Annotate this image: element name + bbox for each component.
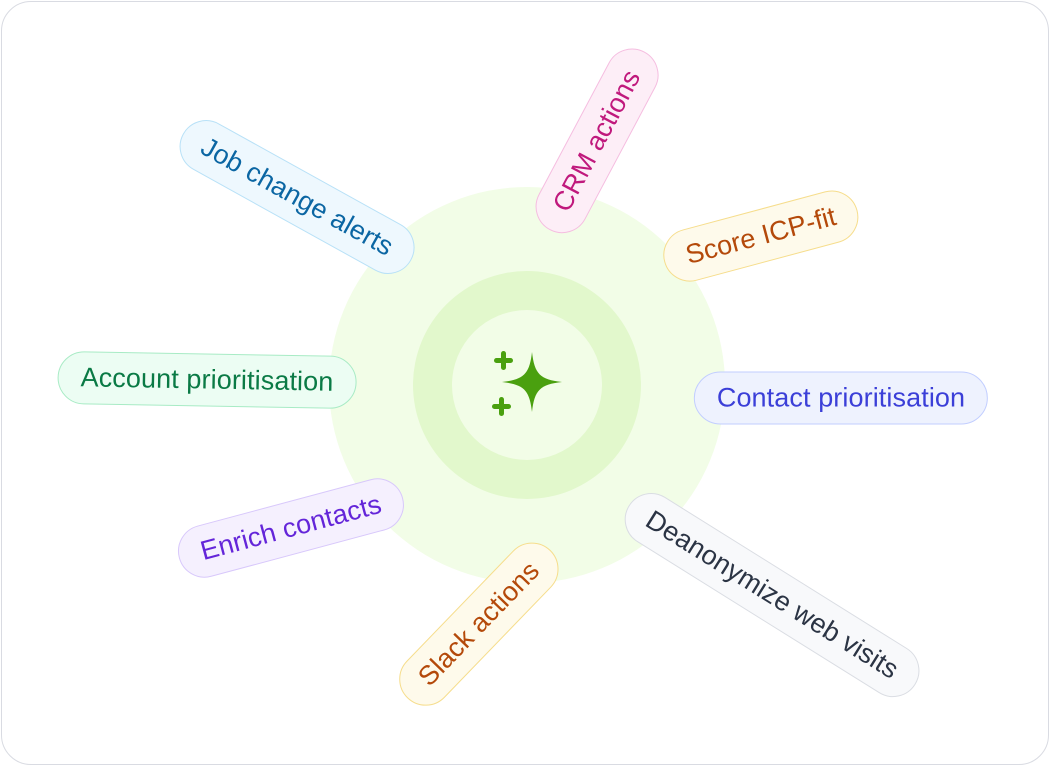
account-prioritisation-pill: Account prioritisation — [57, 350, 357, 410]
deanonymize-web-visits-pill: Deanonymize web visits — [614, 483, 930, 707]
sparkles-icon — [492, 351, 562, 416]
job-change-alerts-pill: Job change alerts — [170, 110, 424, 284]
enrich-contacts-pill: Enrich contacts — [172, 472, 410, 584]
score-icp-fit-pill: Score ICP-fit — [657, 184, 865, 288]
contact-prioritisation-pill: Contact prioritisation — [693, 371, 989, 425]
